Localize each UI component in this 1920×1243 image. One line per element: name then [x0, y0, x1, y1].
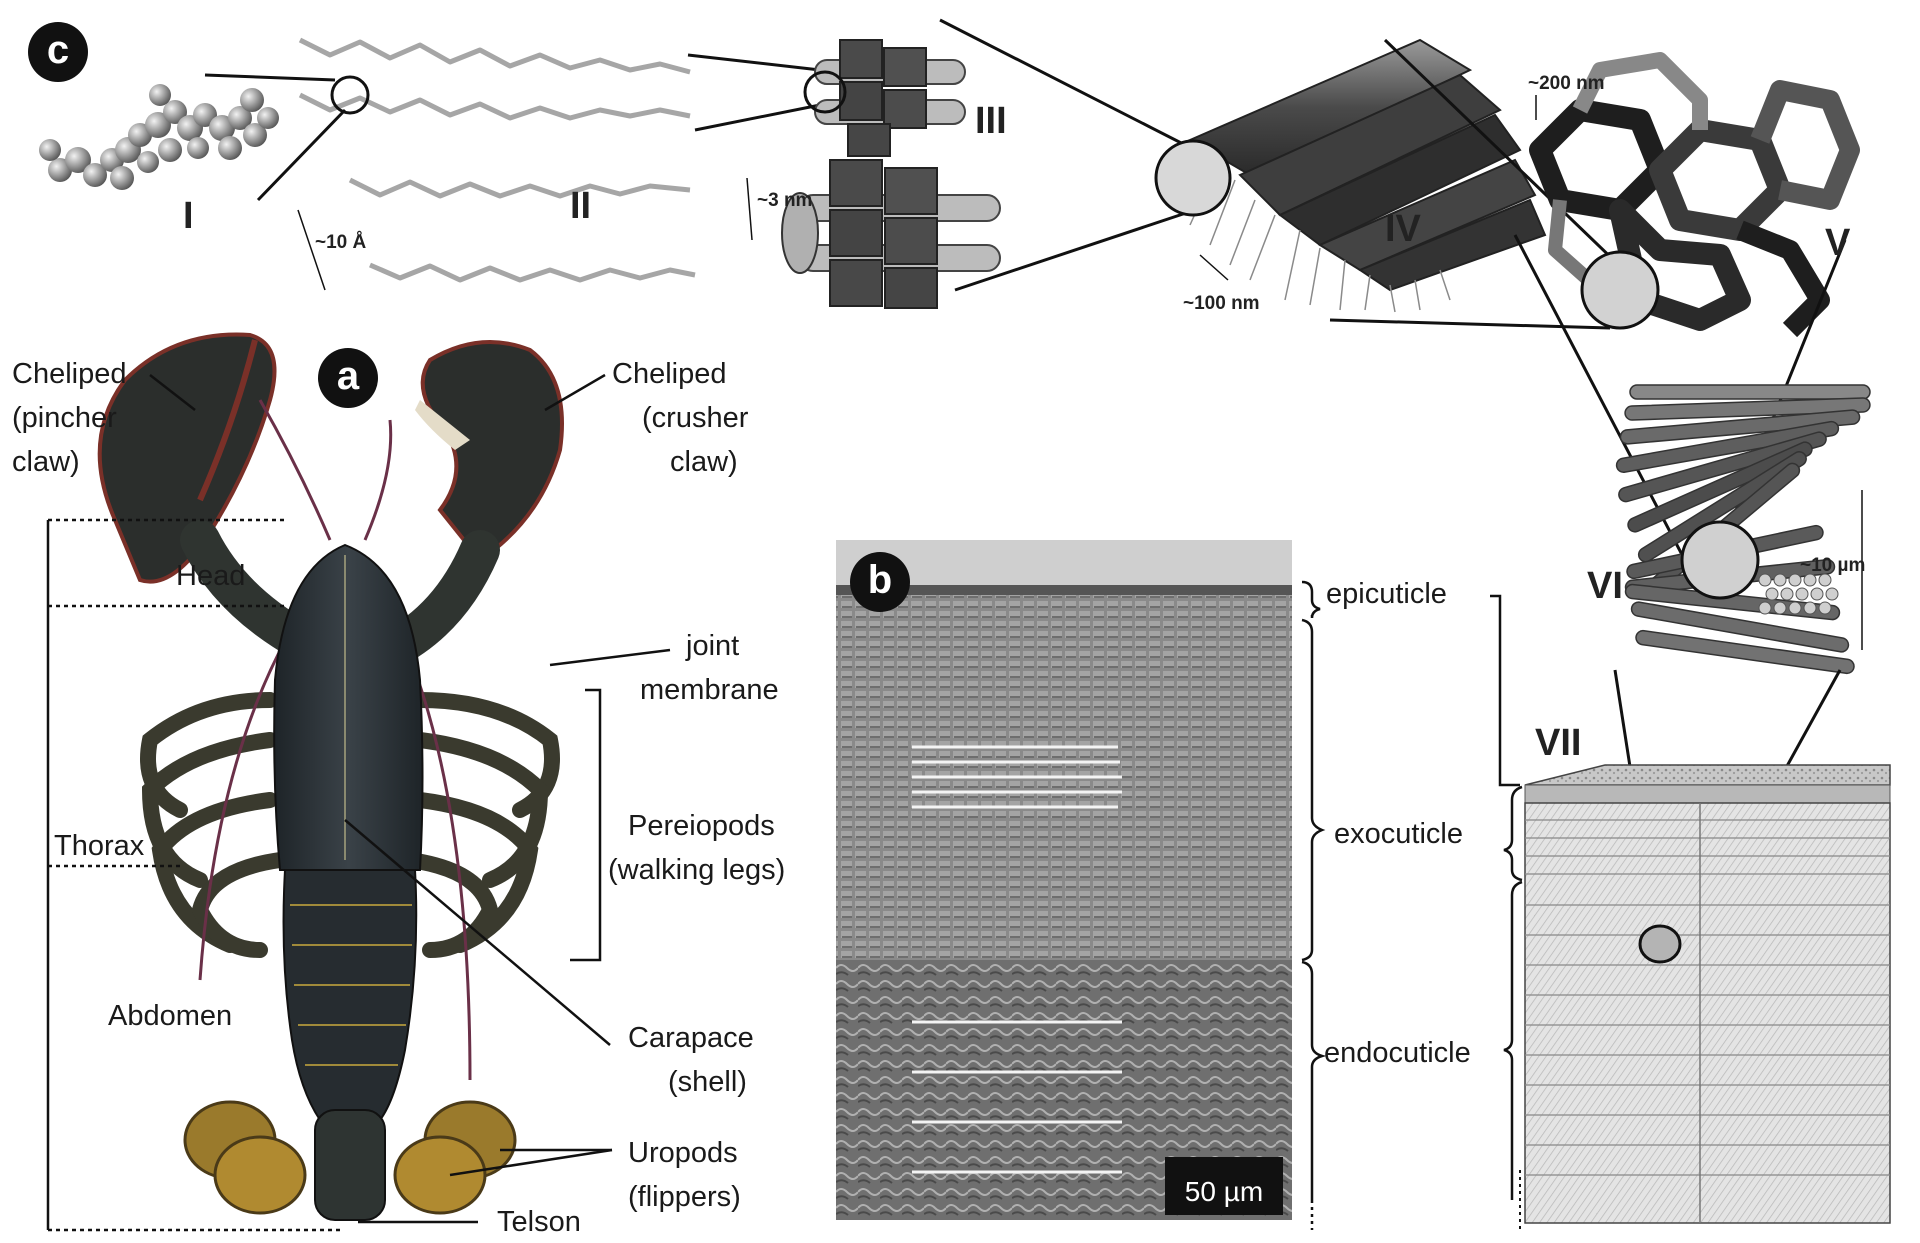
label-epicuticle: epicuticle: [1326, 578, 1447, 610]
level-label-I: I: [183, 195, 194, 237]
label-flippers: (flippers): [628, 1181, 741, 1213]
lobster-photo-panel-a: [97, 332, 564, 1221]
scale-3-nm: ~3 nm: [757, 190, 813, 211]
scale-10-angstrom: ~10 Å: [315, 232, 367, 253]
label-uropods: Uropods: [628, 1137, 738, 1169]
level-label-II: II: [570, 185, 592, 227]
panel-label-a: a: [318, 348, 378, 408]
chitin-chains-level-II: [298, 37, 696, 283]
label-telson: Telson: [497, 1206, 581, 1238]
twisted-plywood-level-VI: [1615, 384, 1871, 675]
cuticle-block-level-VII: [1519, 764, 1891, 1230]
label-cheliped-left-3: claw): [12, 446, 80, 478]
label-abdomen: Abdomen: [108, 1000, 233, 1032]
label-endocuticle: endocuticle: [1324, 1037, 1471, 1069]
scale-10-um: ~10 µm: [1800, 555, 1866, 576]
molecule-level-I: [39, 84, 279, 190]
scale-100-nm: ~100 nm: [1183, 293, 1260, 314]
label-walking-legs: (walking legs): [608, 854, 786, 886]
level-label-VII: VII: [1535, 722, 1582, 764]
panel-label-c: c: [28, 22, 88, 82]
label-cheliped-left-2: (pincher: [12, 402, 117, 434]
label-exocuticle: exocuticle: [1334, 818, 1463, 850]
sem-image-panel-b: [836, 540, 1292, 1220]
level-label-IV: IV: [1385, 208, 1421, 250]
label-pereiopods: Pereiopods: [628, 810, 775, 842]
label-thorax: Thorax: [54, 830, 145, 862]
label-shell: (shell): [668, 1066, 747, 1098]
level-label-III: III: [975, 100, 1007, 142]
label-cheliped-right-3: claw): [670, 446, 738, 478]
label-joint: joint: [686, 630, 740, 662]
level-label-V: V: [1825, 222, 1851, 264]
label-carapace: Carapace: [628, 1022, 754, 1054]
panel-label-b: b: [850, 552, 910, 612]
label-cheliped-left-1: Cheliped: [12, 358, 127, 390]
label-cheliped-right-2: (crusher: [642, 402, 749, 434]
scale-bar-50-um: 50 µm: [1165, 1157, 1283, 1215]
fibre-bundles-level-IV: [1154, 38, 1547, 313]
scale-200-nm: ~200 nm: [1528, 73, 1605, 94]
label-head: Head: [176, 560, 246, 592]
fibrils-level-III: [781, 39, 1001, 309]
label-membrane: membrane: [640, 674, 779, 706]
label-cheliped-right-1: Cheliped: [612, 358, 727, 390]
level-label-VI: VI: [1587, 565, 1623, 607]
